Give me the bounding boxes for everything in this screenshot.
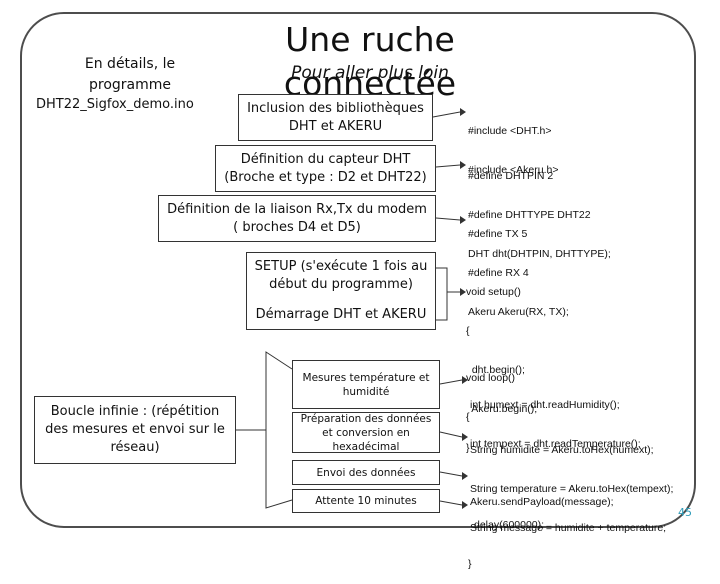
send-code: Akeru.sendPayload(message); <box>470 470 614 522</box>
code-line: Akeru.begin(); <box>466 403 538 415</box>
setup-start-label: Démarrage DHT et AKERU <box>255 307 427 322</box>
code-line: { <box>466 325 470 337</box>
code-line: #include <Akeru.h> <box>468 164 559 176</box>
code-line: DHT dht(DHTPIN, DHTTYPE); <box>468 248 611 260</box>
code-line: void loop() <box>466 372 516 384</box>
code-line: { <box>466 411 470 423</box>
code-line: #include <DHT.h> <box>468 125 552 137</box>
code-line: String humidite = Akeru.toHex(humext); <box>470 444 654 456</box>
page-number: 45 <box>678 506 692 519</box>
code-line: int tempext = dht.readTemperature(); <box>470 438 641 450</box>
serial-code: #define TX 5 #define RX 4 Akeru Akeru(RX… <box>468 202 569 332</box>
sensor-box: Définition du capteur DHT (Broche et typ… <box>215 145 436 192</box>
code-line: String message = humidite + temperature; <box>470 522 667 534</box>
code-line: String temperature = Akeru.toHex(tempext… <box>470 483 674 495</box>
libs-code: #include <DHT.h> #include <Akeru.h> <box>468 99 558 190</box>
code-line: #define DHTTYPE DHT22 <box>468 209 591 221</box>
setup-code: void setup() { dht.begin(); Akeru.begin(… <box>466 260 537 468</box>
code-line: } <box>466 442 470 454</box>
code-line: delay(600000); <box>474 519 545 531</box>
setup-box: SETUP (s'exécute 1 fois au début du prog… <box>246 252 436 330</box>
serial-box: Définition de la liaison Rx,Tx du modem … <box>158 195 436 242</box>
step-prepare-box: Préparation des données et conversion en… <box>292 412 440 453</box>
code-line: #define DHTPIN 2 <box>468 170 554 182</box>
code-line: #define TX 5 <box>468 228 528 240</box>
program-filename: DHT22_Sigfox_demo.ino <box>36 97 194 112</box>
code-line: Akeru Akeru(RX, TX); <box>468 306 569 318</box>
step-wait-box: Attente 10 minutes <box>292 489 440 513</box>
libs-box: Inclusion des bibliothèques DHT et AKERU <box>238 94 433 141</box>
slide-frame <box>20 12 696 528</box>
loop-code-head: void loop() { <box>466 346 515 437</box>
code-line: int humext = dht.readHumidity(); <box>470 399 620 411</box>
slide-subtitle: Pour aller plus loin <box>291 63 449 83</box>
code-line: dht.begin(); <box>466 364 525 376</box>
prepare-code: String humidite = Akeru.toHex(humext); S… <box>470 418 673 548</box>
code-line: #define RX 4 <box>468 267 529 279</box>
code-line: } <box>468 558 472 570</box>
loop-box: Boucle infinie : (répétition des mesures… <box>34 396 236 464</box>
code-line: void setup() <box>466 286 521 298</box>
code-line: Akeru.sendPayload(message); <box>470 496 614 508</box>
connector-lines <box>236 108 468 509</box>
sensor-code: #define DHTPIN 2 #define DHTTYPE DHT22 D… <box>468 144 611 274</box>
measure-code: int humext = dht.readHumidity(); int tem… <box>470 373 641 464</box>
details-title: En détails, le programme <box>84 56 176 93</box>
step-send-box: Envoi des données <box>292 460 440 485</box>
setup-label: SETUP (s'exécute 1 fois au début du prog… <box>254 259 428 292</box>
step-measure-box: Mesures température et humidité <box>292 360 440 409</box>
wait-code: delay(600000); } <box>468 493 544 584</box>
